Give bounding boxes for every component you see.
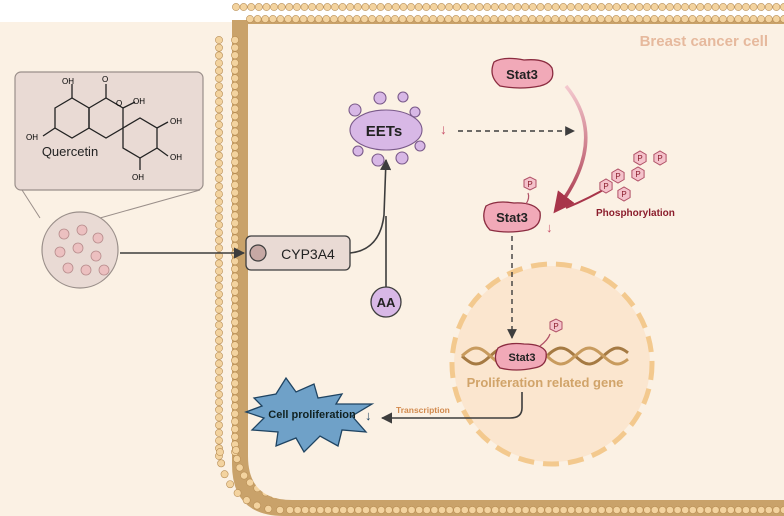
o-label: O: [116, 99, 122, 108]
cell-label: Breast cancer cell: [640, 33, 768, 50]
phosphate-icon: [617, 186, 631, 202]
oh-label: OH: [62, 77, 74, 86]
oh-label: OH: [133, 97, 145, 106]
nuclear-stat3-protein: Stat3 P: [494, 318, 563, 371]
phosphate-label: P: [621, 190, 626, 199]
oh-label: OH: [26, 133, 38, 142]
phospho-decrease-indicator: ↓: [546, 220, 553, 235]
o-label: O: [102, 75, 108, 84]
phosphate-icon: [631, 166, 645, 182]
phosphate-label: P: [527, 180, 532, 189]
aa-label: AA: [377, 295, 396, 310]
oh-label: OH: [132, 173, 144, 182]
oh-label: OH: [170, 117, 182, 126]
phosphate-label: P: [615, 172, 620, 181]
cyp3a4-to-eets-arrow: [349, 158, 392, 254]
quercetin-particle: [41, 211, 119, 289]
stat3-protein: Stat3: [491, 57, 554, 89]
cyp3a4-enzyme: CYP3A4: [245, 235, 351, 271]
quercetin-name: Quercetin: [42, 144, 98, 159]
eets-metabolite: EETs ↓: [348, 91, 447, 167]
stat3-phosphorylation-arrow: [553, 84, 588, 214]
phosphate-icon: [599, 178, 613, 194]
proliferation-label: Cell proliferation: [268, 409, 356, 421]
nucleus: [449, 261, 655, 467]
cell-proliferation-outcome: Cell proliferation ↓: [244, 376, 375, 454]
phosphate-icon: [633, 150, 647, 166]
phospho-stat3-label: Stat3: [496, 210, 528, 225]
proliferation-decrease-indicator: ↓: [365, 408, 372, 423]
quercetin-callout: OH O O OH OH OH OH OH Quercetin: [14, 71, 204, 219]
stat3-label: Stat3: [506, 67, 538, 82]
transcription-arrow: [380, 392, 523, 424]
gene-label: Proliferation related gene: [467, 375, 624, 390]
membrane-lipid-beads: [215, 3, 784, 514]
nuclear-stat3-label: Stat3: [509, 352, 536, 364]
transcription-label: Transcription: [396, 405, 450, 415]
aa-metabolite: AA: [370, 286, 402, 318]
cyp3a4-label: CYP3A4: [281, 246, 335, 262]
phospho-stat3-protein: Stat3 P: [483, 176, 541, 233]
nuclear-phosphate-label: P: [553, 322, 558, 331]
phosphate-icon: [611, 168, 625, 184]
quercetin-structure: [42, 84, 169, 170]
eets-label: EETs: [366, 123, 402, 140]
phosphate-label: P: [657, 154, 662, 163]
phosphate-label: P: [637, 154, 642, 163]
oh-label: OH: [170, 153, 182, 162]
phosphorylation-label: Phosphorylation: [596, 208, 675, 219]
eets-decrease-indicator: ↓: [440, 121, 447, 137]
phosphate-icon: [653, 150, 667, 166]
phosphate-label: P: [603, 182, 608, 191]
phosphate-label: P: [635, 170, 640, 179]
